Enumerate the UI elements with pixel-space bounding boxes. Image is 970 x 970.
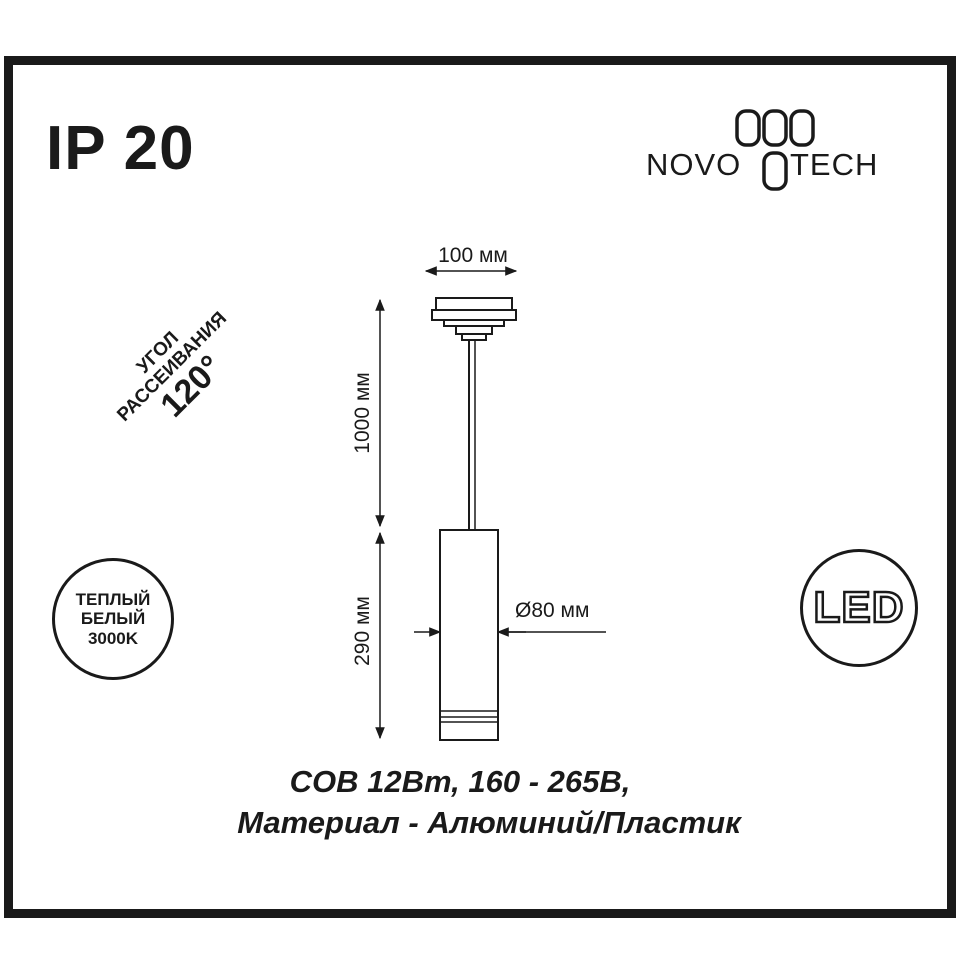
led-badge-text: LED (812, 582, 905, 634)
specs-power-voltage: COB 12Вт, 160 - 265В, (289, 764, 631, 799)
ip-rating: IP 20 (46, 114, 195, 183)
color-temperature-badge: ТЕПЛЫЙ БЕЛЫЙ 3000K (52, 558, 174, 680)
specs-material: Материал - Алюминий/Пластик (237, 804, 741, 840)
brand-mark-icon (735, 109, 815, 191)
specifications: COB 12Вт, 160 - 265В, Материал - Алюмини… (0, 762, 970, 844)
track-adapter (431, 297, 517, 341)
frame-border (4, 56, 956, 918)
brand-left: NOVO (646, 147, 741, 182)
color-temp-line2: БЕЛЫЙ (80, 609, 146, 629)
color-temp-line1: ТЕПЛЫЙ (75, 589, 151, 609)
brand-logo: NOVO TECH (646, 109, 878, 191)
led-badge: LED (800, 549, 918, 667)
cable-length-label: 1000 мм (351, 372, 374, 453)
diameter-label: Ø80 мм (515, 599, 589, 622)
lamp-body (439, 529, 499, 741)
brand-right: TECH (790, 147, 878, 182)
color-temp-line3: 3000K (87, 628, 139, 648)
width-label: 100 мм (438, 244, 508, 267)
body-height-label: 290 мм (351, 596, 374, 666)
